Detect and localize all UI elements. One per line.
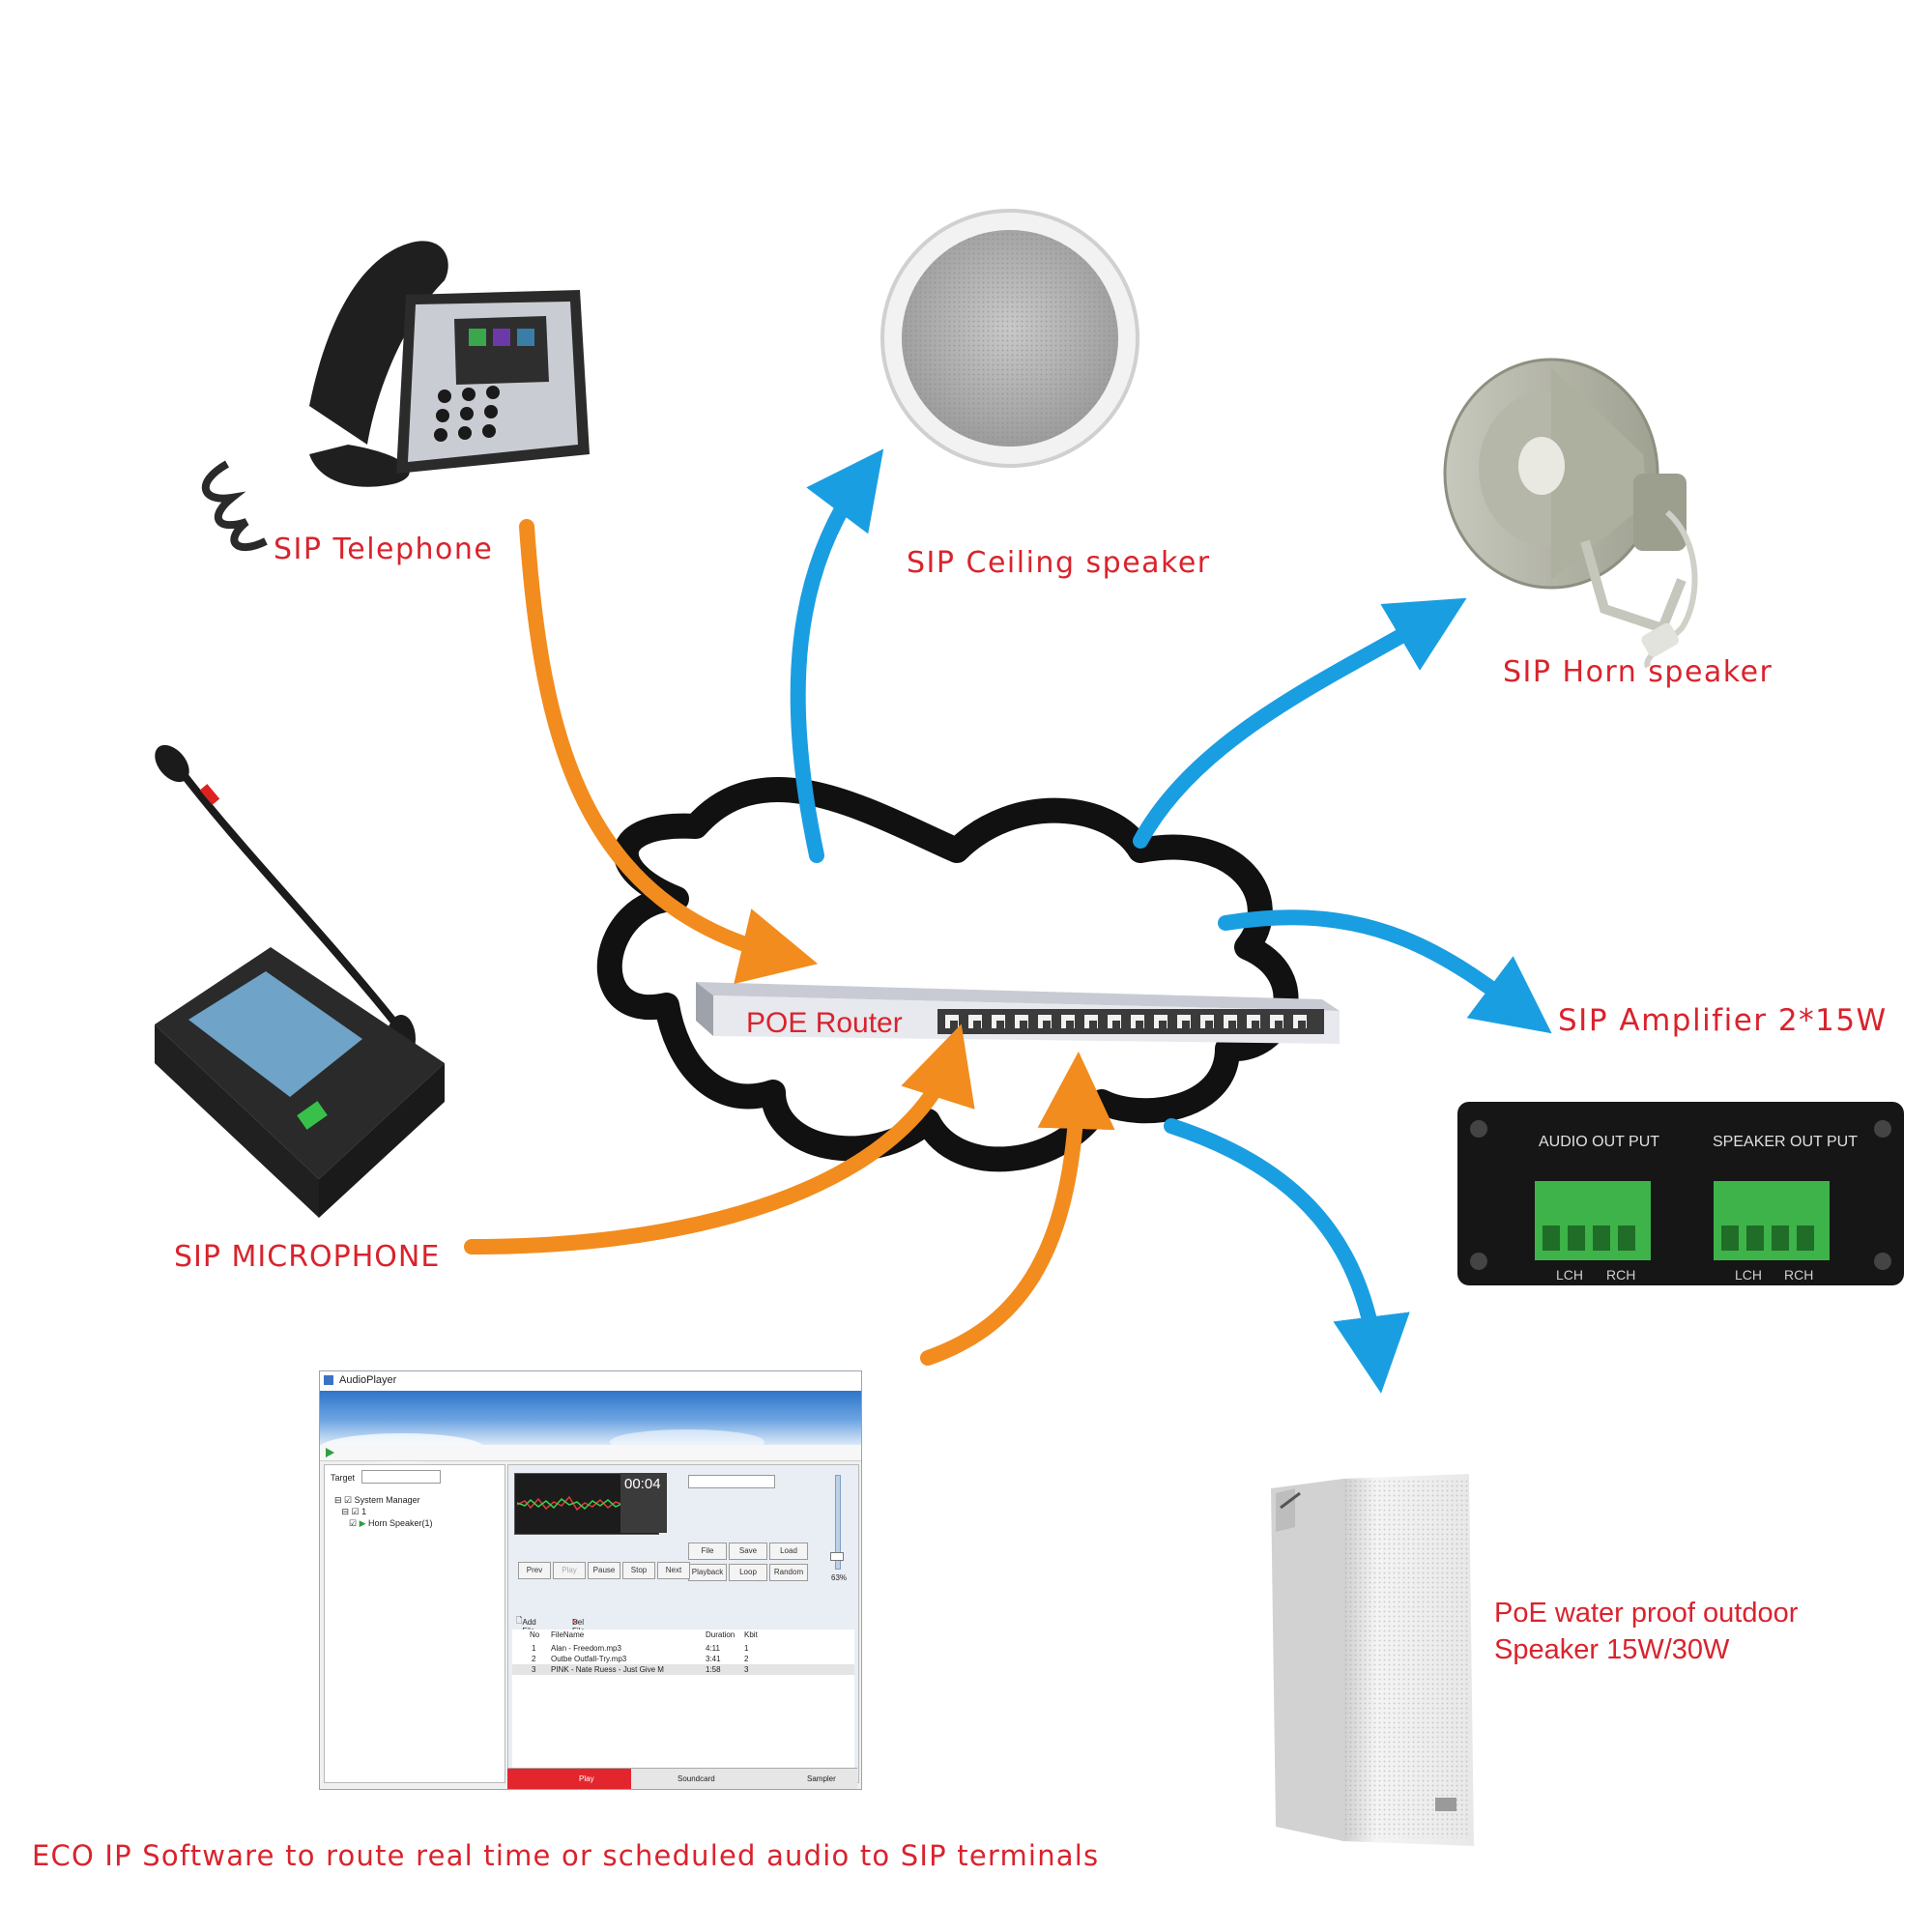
arrow-router-to-ceiling-speaker [790, 448, 884, 863]
app-icon [324, 1375, 333, 1385]
tree-root[interactable]: ⊟ ☑ System Manager [334, 1495, 420, 1505]
lch-label-2: LCH [1735, 1267, 1762, 1283]
rch-label-2: RCH [1784, 1267, 1813, 1283]
playlist-row[interactable]: 3 PINK - Nate Ruess - Just Give M 1:58 3 [512, 1664, 854, 1675]
add-file-button[interactable]: 🗋 Add File [516, 1616, 536, 1635]
arrow-router-to-amplifier [1218, 909, 1552, 1034]
label-outdoor-speaker-line1: PoE water proof outdoor [1494, 1598, 1799, 1629]
tree-leaf[interactable]: ☑ ▶ Horn Speaker(1) [334, 1518, 433, 1528]
playlist-row[interactable]: 1 Alan - Freedom.mp3 4:11 1 [532, 1644, 749, 1653]
software-toolbar [320, 1445, 861, 1461]
random-button[interactable]: Random [769, 1564, 808, 1581]
pause-button[interactable]: Pause [588, 1562, 620, 1579]
playlist-row[interactable]: 2 Outbe Outfall-Try.mp3 3:41 2 [532, 1655, 749, 1663]
volume-percent: 63% [831, 1573, 848, 1582]
play-icon[interactable] [326, 1448, 334, 1457]
playback-button[interactable]: Playback [688, 1564, 727, 1581]
mode-bar: Play Soundcard Sampler [507, 1768, 857, 1789]
soundcard-mode-label[interactable]: Soundcard [678, 1774, 715, 1783]
poe-router [696, 982, 1340, 1044]
audio-out-label: AUDIO OUT PUT [1539, 1134, 1659, 1150]
label-eco-software: ECO IP Software to route real time or sc… [32, 1839, 1099, 1872]
router-port-notch [1066, 1021, 1074, 1028]
volume-slider[interactable] [835, 1475, 841, 1570]
eco-software-window: AudioPlayer Target ⊟ ☑ System Manager ⊟ … [319, 1370, 862, 1790]
playlist-header: No FileName Duration Kbit [512, 1629, 854, 1642]
time-display: 00:04 [620, 1473, 667, 1533]
router-label: POE Router [746, 1007, 903, 1039]
router-port-notch [973, 1021, 981, 1028]
sip-microphone-image [155, 744, 445, 1218]
router-port-notch [950, 1021, 958, 1028]
volume-knob[interactable] [830, 1552, 844, 1561]
sip-horn-speaker-image [1443, 358, 1698, 669]
playlist-combo[interactable] [688, 1475, 775, 1488]
player-pane: 00:04 File Save Load Playback Loop Rando… [507, 1464, 859, 1783]
col-duration: Duration [706, 1630, 735, 1639]
router-port-notch [1043, 1021, 1051, 1028]
router-port-notch [996, 1021, 1004, 1028]
sky-banner [320, 1391, 861, 1462]
file-button[interactable]: File [688, 1543, 727, 1560]
file-actions: 🗋 Add File ✕ Del File [516, 1616, 585, 1635]
router-port-notch [1089, 1021, 1097, 1028]
target-select[interactable] [361, 1470, 441, 1484]
router-ports [945, 1015, 1307, 1028]
sip-telephone-image [202, 241, 590, 552]
router-port-notch [1275, 1021, 1283, 1028]
router-port-notch [1298, 1021, 1306, 1028]
lch-label-1: LCH [1556, 1267, 1583, 1283]
load-button[interactable]: Load [769, 1543, 808, 1560]
arrow-router-to-horn-speaker [1133, 597, 1467, 849]
outdoor-speaker-image [1271, 1474, 1474, 1846]
label-sip-horn-speaker: SIP Horn speaker [1503, 655, 1773, 689]
label-sip-amplifier: SIP Amplifier 2*15W [1558, 1003, 1888, 1038]
router-port-notch [1159, 1021, 1167, 1028]
router-port-notch [1182, 1021, 1190, 1028]
router-port-notch [1112, 1021, 1120, 1028]
device-tree: ⊟ ☑ System Manager ⊟ ☑ 1 ☑ ▶ Horn Speake… [334, 1494, 433, 1529]
col-no: No [530, 1630, 540, 1639]
label-outdoor-speaker-line2: Speaker 15W/30W [1494, 1634, 1730, 1665]
playlist: 1 Alan - Freedom.mp3 4:11 1 2 Outbe Outf… [512, 1641, 854, 1776]
loop-button[interactable]: Loop [729, 1564, 767, 1581]
device-tree-pane: Target ⊟ ☑ System Manager ⊟ ☑ 1 ☑ ▶ Horn… [324, 1464, 505, 1783]
software-title: AudioPlayer [339, 1374, 397, 1386]
label-sip-microphone: SIP MICROPHONE [174, 1240, 440, 1274]
tree-child[interactable]: ⊟ ☑ 1 [334, 1507, 367, 1516]
sampler-mode-label[interactable]: Sampler [807, 1774, 836, 1783]
col-kbit: Kbit [744, 1630, 758, 1639]
sip-ceiling-speaker-image [880, 209, 1139, 468]
arrow-software-to-router [920, 1052, 1115, 1366]
play-button[interactable]: Play [553, 1562, 586, 1579]
sip-amplifier-image: AUDIO OUT PUT SPEAKER OUT PUT LCH RCH LC… [1457, 1102, 1904, 1285]
router-port-notch [1228, 1021, 1236, 1028]
connection-arrows [464, 448, 1552, 1394]
speaker-out-label: SPEAKER OUT PUT [1713, 1134, 1858, 1150]
software-titlebar: AudioPlayer [320, 1371, 861, 1391]
next-button[interactable]: Next [657, 1562, 690, 1579]
arrow-router-to-outdoor-speaker [1164, 1118, 1410, 1394]
rch-label-1: RCH [1606, 1267, 1635, 1283]
arrow-telephone-to-router [519, 519, 819, 985]
prev-button[interactable]: Prev [518, 1562, 551, 1579]
router-port-notch [1205, 1021, 1213, 1028]
play-mode-label: Play [579, 1774, 594, 1783]
target-label: Target [331, 1473, 356, 1483]
save-button[interactable]: Save [729, 1543, 767, 1560]
play-mode-tab[interactable] [507, 1769, 631, 1789]
label-sip-telephone: SIP Telephone [274, 533, 493, 566]
col-filename: FileName [551, 1630, 585, 1639]
router-port-notch [1136, 1021, 1143, 1028]
network-cloud [596, 777, 1299, 1172]
time-readout: 00:04 [624, 1476, 661, 1492]
router-port-notch [1252, 1021, 1259, 1028]
arrow-microphone-to-router [464, 1024, 975, 1254]
router-port-notch [1020, 1021, 1027, 1028]
stop-button[interactable]: Stop [622, 1562, 655, 1579]
label-sip-ceiling-speaker: SIP Ceiling speaker [907, 546, 1211, 580]
